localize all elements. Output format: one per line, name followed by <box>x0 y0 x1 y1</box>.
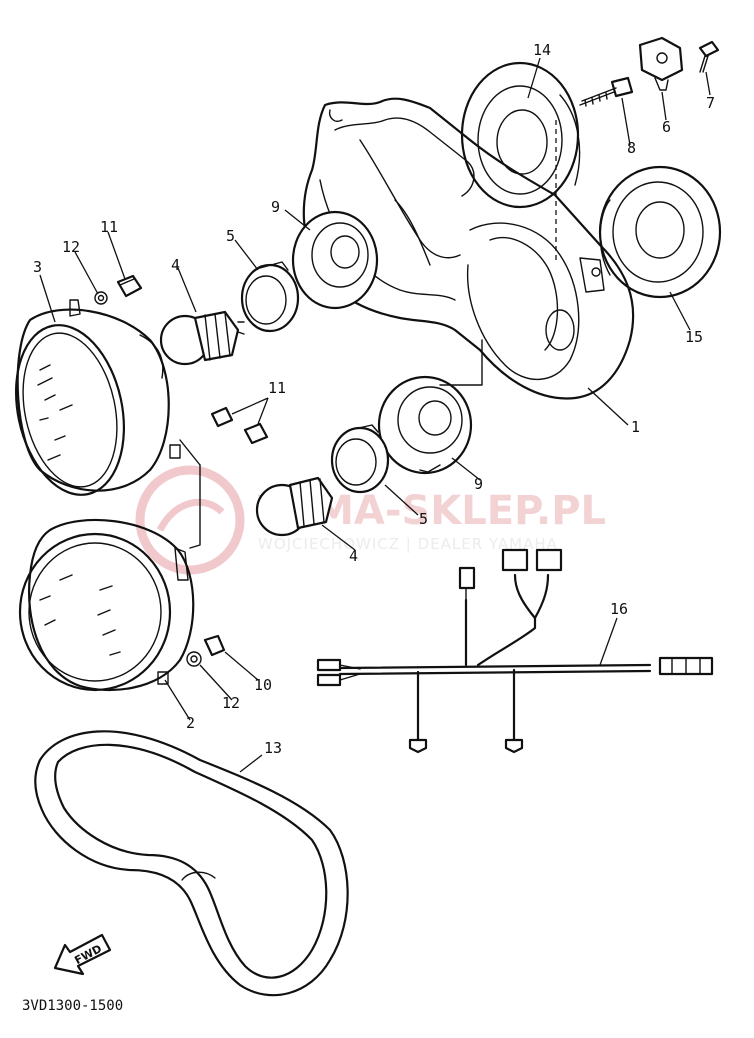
nut-11-middle <box>210 406 234 428</box>
housing-ring-15 <box>598 165 722 299</box>
label-part-16: 16 <box>610 600 628 618</box>
screw-7 <box>698 40 720 73</box>
nut-11-upper <box>116 274 143 298</box>
label-part-13: 13 <box>264 739 282 757</box>
label-part-7: 7 <box>706 94 715 112</box>
fwd-arrow: FWD <box>53 933 112 976</box>
bracket-6 <box>638 36 684 91</box>
label-part-1: 1 <box>631 418 640 436</box>
adjuster-hardware <box>579 36 720 107</box>
socket-lower <box>330 424 390 494</box>
nut-11-lower <box>243 422 269 445</box>
fwd-label: FWD <box>72 942 104 967</box>
headlight-upper <box>14 299 181 496</box>
label-part-5-upper: 5 <box>226 227 235 245</box>
label-part-8: 8 <box>627 139 636 157</box>
label-part-14: 14 <box>533 41 551 59</box>
label-part-9-upper: 9 <box>271 198 280 216</box>
label-part-9-lower: 9 <box>474 475 483 493</box>
nut-10 <box>203 634 226 657</box>
hardware-parts <box>94 274 269 667</box>
bulb-lower <box>255 476 334 537</box>
label-part-4-upper: 4 <box>171 256 180 274</box>
housing-ring-14 <box>460 61 581 209</box>
label-part-11-upper: 11 <box>100 218 118 236</box>
label-part-11-lower: 11 <box>268 379 286 397</box>
label-part-4-lower: 4 <box>349 547 358 565</box>
label-part-12-upper: 12 <box>62 238 80 256</box>
watermark-subtitle: WOJCIECHOWICZ | DEALER YAMAHA <box>258 535 558 553</box>
diagram-code: 3VD1300-1500 <box>22 998 123 1014</box>
headlight-lower <box>18 518 195 692</box>
label-part-3: 3 <box>33 258 42 276</box>
label-part-10: 10 <box>254 676 272 694</box>
label-part-15: 15 <box>685 328 703 346</box>
part-labels: 1 2 3 4 4 5 5 6 7 8 9 9 10 11 11 12 12 1… <box>33 41 715 757</box>
label-part-12-lower: 12 <box>222 694 240 712</box>
bolt-8 <box>579 76 634 107</box>
wiring-harness <box>316 548 714 754</box>
socket-upper <box>240 261 300 333</box>
leader-lines <box>39 57 711 773</box>
washer-12-upper <box>94 291 108 305</box>
label-part-5-lower: 5 <box>419 510 428 528</box>
label-part-2: 2 <box>186 714 195 732</box>
headlight-bezel <box>34 730 349 997</box>
gasket-upper <box>291 210 379 310</box>
gasket-lower <box>377 375 473 475</box>
bulb-upper <box>159 310 245 366</box>
washer-12-lower <box>186 651 202 667</box>
label-part-6: 6 <box>662 118 671 136</box>
